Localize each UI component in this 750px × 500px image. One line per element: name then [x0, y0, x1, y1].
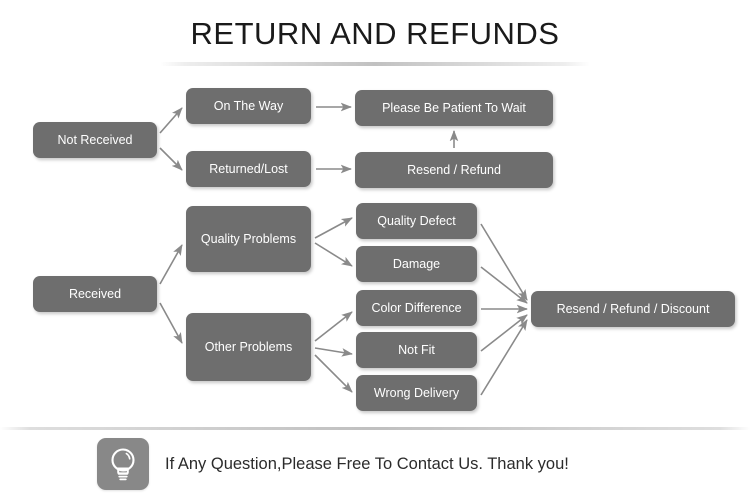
edge-received-to-other-problems — [159, 302, 183, 344]
node-other-problems[interactable]: Other Problems — [186, 313, 311, 381]
page-title: RETURN AND REFUNDS — [190, 16, 560, 51]
edge-other-problems-to-not-fit — [314, 347, 353, 357]
edge-received-to-quality-problems — [159, 244, 183, 285]
node-color-difference[interactable]: Color Difference — [356, 290, 477, 326]
node-not-received[interactable]: Not Received — [33, 122, 157, 158]
edge-damage-to-resend-refund-discount — [480, 266, 528, 304]
footer: If Any Question,Please Free To Contact U… — [97, 438, 569, 490]
node-damage[interactable]: Damage — [356, 246, 477, 282]
node-received[interactable]: Received — [33, 276, 157, 312]
edge-other-problems-to-wrong-delivery — [314, 354, 353, 393]
edge-other-problems-to-color-difference — [314, 311, 353, 342]
title-divider — [160, 62, 590, 66]
node-resend-refund-discount[interactable]: Resend / Refund / Discount — [531, 291, 735, 327]
node-please-be-patient-to-wait[interactable]: Please Be Patient To Wait — [355, 90, 553, 126]
node-returned-lost[interactable]: Returned/Lost — [186, 151, 311, 187]
node-on-the-way[interactable]: On The Way — [186, 88, 311, 124]
edge-quality-problems-to-damage — [314, 242, 353, 267]
edge-not-fit-to-resend-refund-discount — [480, 314, 528, 352]
node-resend-refund[interactable]: Resend / Refund — [355, 152, 553, 188]
node-quality-defect[interactable]: Quality Defect — [356, 203, 477, 239]
edge-wrong-delivery-to-resend-refund-discount — [480, 319, 528, 396]
node-not-fit[interactable]: Not Fit — [356, 332, 477, 368]
edge-quality-problems-to-quality-defect — [314, 217, 353, 239]
edge-quality-defect-to-resend-refund-discount — [480, 223, 528, 301]
edge-not-received-to-on-the-way — [159, 107, 183, 134]
footer-divider — [0, 427, 750, 430]
node-quality-problems[interactable]: Quality Problems — [186, 206, 311, 272]
node-wrong-delivery[interactable]: Wrong Delivery — [356, 375, 477, 411]
footer-message: If Any Question,Please Free To Contact U… — [165, 454, 569, 473]
lightbulb-icon — [97, 438, 149, 490]
edge-not-received-to-returned-lost — [159, 147, 183, 171]
